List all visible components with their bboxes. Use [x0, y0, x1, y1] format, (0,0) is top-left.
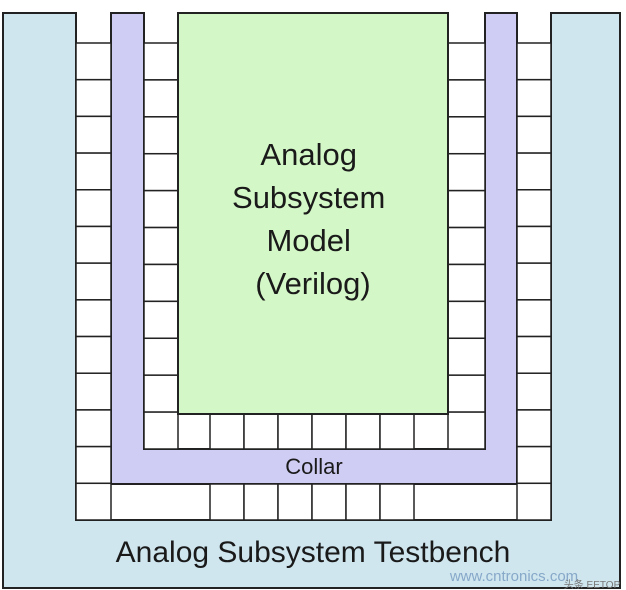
pin-cell: [311, 483, 347, 521]
pin-cell: [447, 374, 486, 413]
pin-cell: [516, 335, 552, 374]
pin-cell: [516, 445, 552, 485]
pin-cell: [143, 411, 179, 450]
pin-cell: [516, 115, 552, 154]
model-box: [177, 12, 449, 415]
pin-cell: [75, 225, 112, 264]
pin-cell: [516, 42, 552, 81]
pin-cell: [447, 300, 486, 340]
pin-cell: [516, 409, 552, 448]
pin-cell: [516, 372, 552, 411]
pin-cell: [75, 482, 112, 521]
pin-cell: [209, 483, 245, 521]
pin-cell: [447, 263, 486, 303]
pin-cell: [143, 152, 179, 192]
pin-cell: [143, 226, 179, 266]
pin-cell: [143, 42, 179, 81]
pin-cell: [75, 115, 112, 154]
pin-cell: [379, 413, 415, 450]
pin-cell: [75, 152, 112, 191]
pin-column-left-inner: [143, 42, 179, 450]
model-label-line-4: (Verilog): [255, 266, 370, 301]
pin-cell: [311, 413, 347, 450]
pin-cell: [516, 152, 552, 191]
pin-cell: [75, 409, 112, 448]
pin-cell: [447, 189, 486, 229]
pin-cell: [143, 79, 179, 118]
pin-cell: [516, 225, 552, 264]
pin-cell: [75, 445, 112, 485]
testbench-label: Analog Subsystem Testbench: [116, 536, 511, 569]
pin-cell: [447, 337, 486, 376]
pin-cell: [243, 483, 279, 521]
pin-cell: [75, 299, 112, 338]
model-label: Analog Subsystem Model (Verilog): [232, 137, 394, 301]
pin-cell: [75, 335, 112, 374]
pin-cell: [277, 413, 313, 450]
collar-label: Collar: [285, 454, 342, 479]
pin-cell: [447, 42, 486, 81]
pin-cell: [447, 226, 486, 266]
pin-cell: [75, 78, 112, 118]
pin-cell: [143, 337, 179, 376]
pin-cell: [143, 300, 179, 340]
pin-row-bottom-inner: [209, 413, 415, 450]
model-label-line-3: Model: [266, 223, 350, 258]
pin-cell: [516, 262, 552, 301]
pin-cell: [447, 152, 486, 192]
pin-cell: [75, 42, 112, 81]
pin-row-bottom-outer: [209, 483, 415, 521]
pin-cell: [143, 116, 179, 155]
pin-cell: [345, 413, 381, 450]
pin-cell: [143, 263, 179, 303]
pin-cell: [277, 483, 313, 521]
pin-column-right-outer: [516, 42, 552, 521]
model-label-line-2: Subsystem: [232, 180, 385, 215]
pin-cell: [345, 483, 381, 521]
pin-cell: [75, 189, 112, 228]
pin-cell: [447, 411, 486, 450]
pin-cell: [379, 483, 415, 521]
model-label-line-1: Analog: [260, 137, 357, 172]
pin-cell: [75, 372, 112, 411]
pin-cell: [143, 189, 179, 229]
pin-cell: [516, 78, 552, 118]
pin-cell: [516, 482, 552, 521]
pin-cell: [516, 299, 552, 338]
pin-cell: [243, 413, 279, 450]
pin-cell: [209, 413, 245, 450]
corner-mark-text: 头条 EETOP: [564, 578, 621, 590]
pin-cell: [75, 262, 112, 301]
pin-cell: [447, 116, 486, 155]
pin-cell: [143, 374, 179, 413]
pin-cell: [516, 189, 552, 228]
pin-column-right-inner: [447, 42, 486, 450]
watermark-text: www.cntronics.com: [449, 568, 578, 585]
pin-column-left-outer: [75, 42, 112, 521]
pin-cell: [447, 79, 486, 118]
